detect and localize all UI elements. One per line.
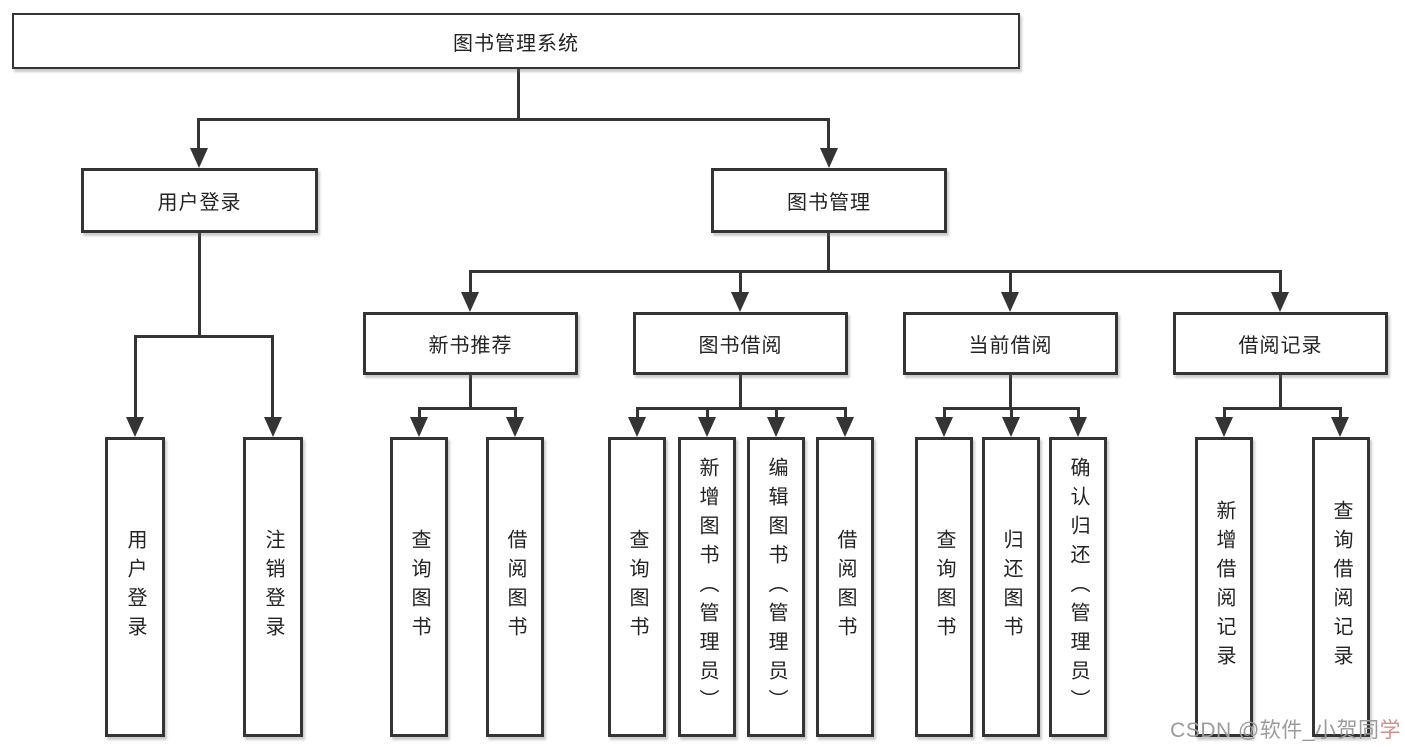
- node-user-login-group-label: 用户登录: [157, 192, 242, 214]
- connector-mgmt-drop: [827, 233, 830, 273]
- leaf-current-query-books-label: 查询图书: [933, 529, 955, 645]
- leaf-borrow-query-books-label: 查询图书: [626, 529, 648, 645]
- connector-mgmt-stub-4: [1279, 270, 1282, 296]
- connector-root-drop: [517, 68, 520, 120]
- arrow-to-add-record: [1215, 417, 1233, 437]
- node-current-borrowing-label: 当前借阅: [968, 335, 1053, 357]
- arrow-to-borrow-query: [628, 417, 646, 437]
- node-book-borrowing: 图书借阅: [633, 312, 848, 375]
- leaf-borrow-books: 借阅图书: [816, 437, 874, 737]
- connector-user-drop: [198, 233, 201, 335]
- arrow-to-recommend-query: [410, 417, 428, 437]
- node-new-book-recommend-label: 新书推荐: [428, 335, 513, 357]
- connector-records-stub-1: [1223, 407, 1226, 423]
- connector-current-stub-2: [1010, 407, 1013, 423]
- connector-borrow-hbar: [636, 407, 846, 410]
- connector-borrow-drop: [739, 375, 742, 410]
- node-user-login-group: 用户登录: [81, 168, 318, 233]
- leaf-user-login-label: 用户登录: [124, 529, 146, 645]
- arrow-to-borrow-books: [836, 417, 854, 437]
- leaf-edit-books-admin-label: 编辑图书（管理员）: [765, 456, 787, 718]
- arrow-to-leaf-logout: [264, 417, 282, 437]
- node-new-book-recommend: 新书推荐: [363, 312, 578, 375]
- arrow-to-recommend-borrow: [506, 417, 524, 437]
- connector-recommend-hbar: [418, 407, 517, 410]
- csdn-watermark: CSDN @软件_小贺同学: [1170, 714, 1401, 744]
- connector-user-stub-2: [271, 335, 274, 421]
- node-root-label: 图书管理系统: [453, 32, 579, 55]
- leaf-query-borrow-record-label: 查询借阅记录: [1330, 500, 1352, 674]
- connector-recommend-drop: [469, 375, 472, 410]
- connector-records-stub-2: [1339, 407, 1342, 423]
- connector-borrow-stub-1: [636, 407, 639, 423]
- connector-current-stub-1: [943, 407, 946, 423]
- connector-root-hbar: [197, 118, 830, 121]
- arrow-to-leaf-user-login: [126, 417, 144, 437]
- node-current-borrowing: 当前借阅: [903, 312, 1118, 375]
- arrow-to-new-book-recommend: [461, 292, 479, 312]
- node-root: 图书管理系统: [12, 13, 1020, 69]
- connector-recommend-stub-2: [514, 407, 517, 423]
- connector-mgmt-hbar: [469, 270, 1281, 273]
- connector-root-stub-right: [827, 118, 830, 152]
- arrow-to-confirm-return: [1069, 417, 1087, 437]
- leaf-confirm-return-admin: 确认归还（管理员）: [1049, 437, 1107, 737]
- connector-mgmt-stub-3: [1009, 270, 1012, 296]
- connector-mgmt-stub-1: [469, 270, 472, 296]
- arrow-to-book-borrowing: [731, 292, 749, 312]
- csdn-watermark-main: CSDN @软件_小贺同: [1170, 719, 1380, 742]
- leaf-recommend-borrow-books-label: 借阅图书: [504, 529, 526, 645]
- connector-mgmt-stub-2: [739, 270, 742, 296]
- leaf-user-login: 用户登录: [105, 437, 165, 737]
- leaf-borrow-books-label: 借阅图书: [834, 529, 856, 645]
- connector-borrow-stub-2: [706, 407, 709, 423]
- arrow-to-book-management: [820, 148, 838, 168]
- leaf-borrow-query-books: 查询图书: [608, 437, 666, 737]
- leaf-add-books-admin: 新增图书（管理员）: [678, 437, 736, 737]
- arrow-to-borrowing-records: [1271, 292, 1289, 312]
- leaf-add-borrow-record: 新增借阅记录: [1195, 437, 1253, 737]
- leaf-recommend-borrow-books: 借阅图书: [486, 437, 544, 737]
- leaf-confirm-return-admin-label: 确认归还（管理员）: [1067, 456, 1089, 718]
- connector-records-drop: [1279, 375, 1282, 410]
- leaf-add-books-admin-label: 新增图书（管理员）: [696, 456, 718, 718]
- connector-root-stub-left: [197, 118, 200, 152]
- connector-borrow-stub-3: [775, 407, 778, 423]
- node-book-management-label: 图书管理: [787, 192, 871, 214]
- arrow-to-user-login-group: [190, 148, 208, 168]
- connector-borrow-stub-4: [844, 407, 847, 423]
- connector-user-stub-1: [134, 335, 137, 421]
- arrow-to-current-query: [935, 417, 953, 437]
- arrow-to-query-record: [1331, 417, 1349, 437]
- arrow-to-add-books: [698, 417, 716, 437]
- connector-current-stub-3: [1077, 407, 1080, 423]
- leaf-recommend-query-books: 查询图书: [390, 437, 448, 737]
- leaf-return-books: 归还图书: [982, 437, 1040, 737]
- leaf-edit-books-admin: 编辑图书（管理员）: [747, 437, 805, 737]
- csdn-watermark-accent: 学: [1379, 719, 1401, 742]
- leaf-logout-label: 注销登录: [262, 529, 284, 645]
- connector-current-drop: [1009, 375, 1012, 410]
- connector-user-hbar: [134, 335, 274, 338]
- leaf-logout: 注销登录: [243, 437, 303, 737]
- leaf-recommend-query-books-label: 查询图书: [408, 529, 430, 645]
- arrow-to-current-borrowing: [1001, 292, 1019, 312]
- connector-recommend-stub-1: [418, 407, 421, 423]
- leaf-current-query-books: 查询图书: [915, 437, 973, 737]
- node-book-management: 图书管理: [711, 168, 947, 233]
- leaf-query-borrow-record: 查询借阅记录: [1312, 437, 1370, 737]
- arrow-to-return-books: [1002, 417, 1020, 437]
- leaf-return-books-label: 归还图书: [1000, 529, 1022, 645]
- node-book-borrowing-label: 图书借阅: [698, 335, 783, 357]
- node-borrowing-records-label: 借阅记录: [1238, 335, 1323, 357]
- node-borrowing-records: 借阅记录: [1173, 312, 1388, 375]
- connector-records-hbar: [1223, 407, 1342, 410]
- arrow-to-edit-books: [767, 417, 785, 437]
- leaf-add-borrow-record-label: 新增借阅记录: [1213, 500, 1235, 674]
